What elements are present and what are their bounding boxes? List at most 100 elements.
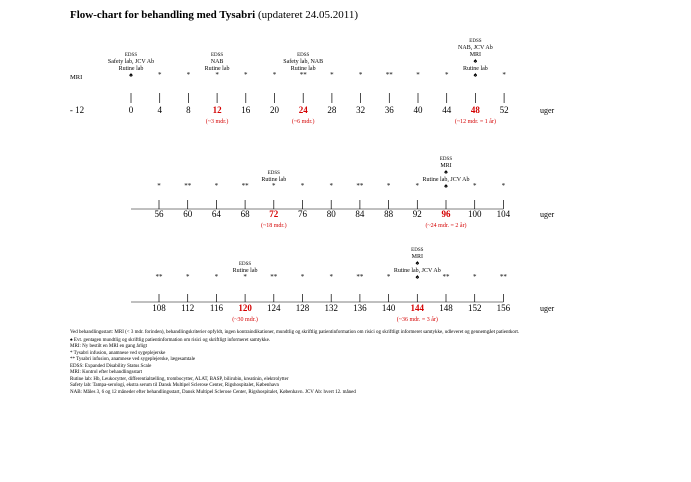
mri-label: MRI (70, 74, 82, 81)
week-number: 124 (267, 303, 281, 313)
note-line: Ved behandlingsstart: MRI (< 3 mdr. fori… (70, 330, 520, 335)
infusion-marker: * (157, 182, 161, 190)
note-line: ♠ Evt. gentagen mundtlig og skriftlig pa… (70, 337, 271, 343)
week-number: 132 (324, 303, 338, 313)
infusion-marker: ♠ (444, 182, 448, 190)
title-bold: Flow-chart for behandling med Tysabri (70, 9, 256, 21)
infusion-marker: ** (356, 273, 364, 281)
week-number: 52 (500, 105, 509, 115)
week-number: 80 (327, 209, 337, 219)
month-label: (~6 mdr.) (292, 118, 315, 125)
unit-label: uger (540, 210, 555, 219)
week-number: 68 (241, 209, 251, 219)
infusion-marker: ** (500, 273, 508, 281)
visit-label: Rutine lab, JCV Ab (394, 268, 441, 274)
infusion-marker: ♠ (129, 71, 133, 79)
visit-label: EDSS (211, 53, 223, 58)
infusion-marker: * (301, 182, 305, 190)
week-number: 56 (155, 209, 165, 219)
infusion-marker: * (243, 273, 247, 281)
visit-label: Rutine lab (233, 268, 258, 274)
week-number: 36 (385, 105, 395, 115)
infusion-marker: * (359, 71, 363, 79)
month-label: (~12 mdr. = 1 år) (455, 118, 496, 125)
infusion-marker: * (187, 71, 191, 79)
title-date: (updateret 24.05.2011) (255, 9, 359, 21)
week-number: 64 (212, 209, 222, 219)
visit-label: EDSS (411, 248, 423, 253)
infusion-marker: * (473, 182, 477, 190)
infusion-marker: ** (156, 273, 164, 281)
week-number: 32 (356, 105, 365, 115)
infusion-marker: * (301, 273, 305, 281)
infusion-marker: * (329, 273, 333, 281)
visit-label: Rutine lab (261, 177, 286, 183)
visit-label: Safety lab, NAB (283, 58, 323, 65)
note-line: Safety lab: Tampa-serologi, ekstra serum… (70, 383, 280, 388)
infusion-marker: ** (270, 273, 278, 281)
note-line: Rutine lab: Hb, Leukocytter, differentia… (70, 376, 289, 382)
infusion-marker: * (158, 71, 162, 79)
week-number: 72 (269, 209, 279, 219)
week-number: 100 (468, 209, 482, 219)
week-number: 140 (382, 303, 396, 313)
infusion-marker: * (215, 71, 219, 79)
infusion-marker: * (244, 71, 248, 79)
note-line: MRI: Ny bestilt en MRI en gang årligt (70, 344, 148, 349)
month-label: (~30 mdr.) (232, 316, 258, 323)
baseline-week: - 12 (70, 105, 84, 115)
week-number: 120 (238, 303, 252, 313)
unit-label: uger (540, 106, 555, 115)
month-label: (~36 mdr. = 3 år) (397, 316, 438, 323)
visit-label: Rutine lab (291, 66, 316, 72)
week-number: 148 (439, 303, 453, 313)
week-number: 128 (296, 303, 310, 313)
month-label: (~24 mdr. = 2 år) (425, 222, 466, 229)
visit-label: EDSS (268, 171, 280, 176)
infusion-marker: * (473, 273, 477, 281)
note-line: ** Tysabri infusion, anamnese ved sygepl… (70, 357, 196, 362)
infusion-marker: ** (184, 182, 192, 190)
month-label: (~3 mdr.) (206, 118, 229, 125)
infusion-marker: * (330, 71, 334, 79)
infusion-marker: * (329, 182, 333, 190)
note-line: EDSS: Expanded Disability Status Scale (70, 363, 152, 369)
infusion-marker: * (387, 182, 391, 190)
week-number: 116 (210, 303, 224, 313)
infusion-marker: * (272, 182, 276, 190)
infusion-marker: * (387, 273, 391, 281)
week-number: 40 (414, 105, 424, 115)
week-number: 84 (355, 209, 365, 219)
infusion-marker: * (186, 273, 190, 281)
week-number: 12 (213, 105, 223, 115)
visit-label: NAB, JCV Ab (458, 45, 493, 51)
week-number: 48 (471, 105, 481, 115)
week-number: 156 (497, 303, 511, 313)
week-number: 60 (183, 209, 193, 219)
infusion-marker: * (273, 71, 277, 79)
page-title: Flow-chart for behandling med Tysabri (u… (70, 9, 358, 21)
week-number: 136 (353, 303, 367, 313)
note-line: MRI: Kontrol efter behandlingsstart (70, 370, 143, 375)
month-label: (~18 mdr.) (261, 222, 287, 229)
week-number: 76 (298, 209, 308, 219)
week-number: 16 (241, 105, 251, 115)
visit-label: NAB (211, 59, 224, 65)
week-number: 112 (181, 303, 194, 313)
note-line: NAB: Måles 3, 6 og 12 måneder efter beha… (70, 389, 356, 395)
infusion-marker: ** (386, 71, 394, 79)
spade-icon: ♠ (415, 259, 419, 267)
infusion-marker: * (215, 273, 219, 281)
visit-label: MRI (412, 254, 423, 260)
week-number: 88 (384, 209, 394, 219)
visit-label: EDSS (469, 39, 481, 44)
week-number: 0 (129, 105, 134, 115)
week-number: 28 (327, 105, 337, 115)
visit-label: Rutine lab, JCV Ab (423, 177, 470, 183)
visit-label: Rutine lab (119, 66, 144, 72)
week-number: 152 (468, 303, 482, 313)
week-number: 4 (157, 105, 162, 115)
visit-label: MRI (470, 52, 481, 58)
visit-label: Rutine lab (205, 66, 230, 72)
